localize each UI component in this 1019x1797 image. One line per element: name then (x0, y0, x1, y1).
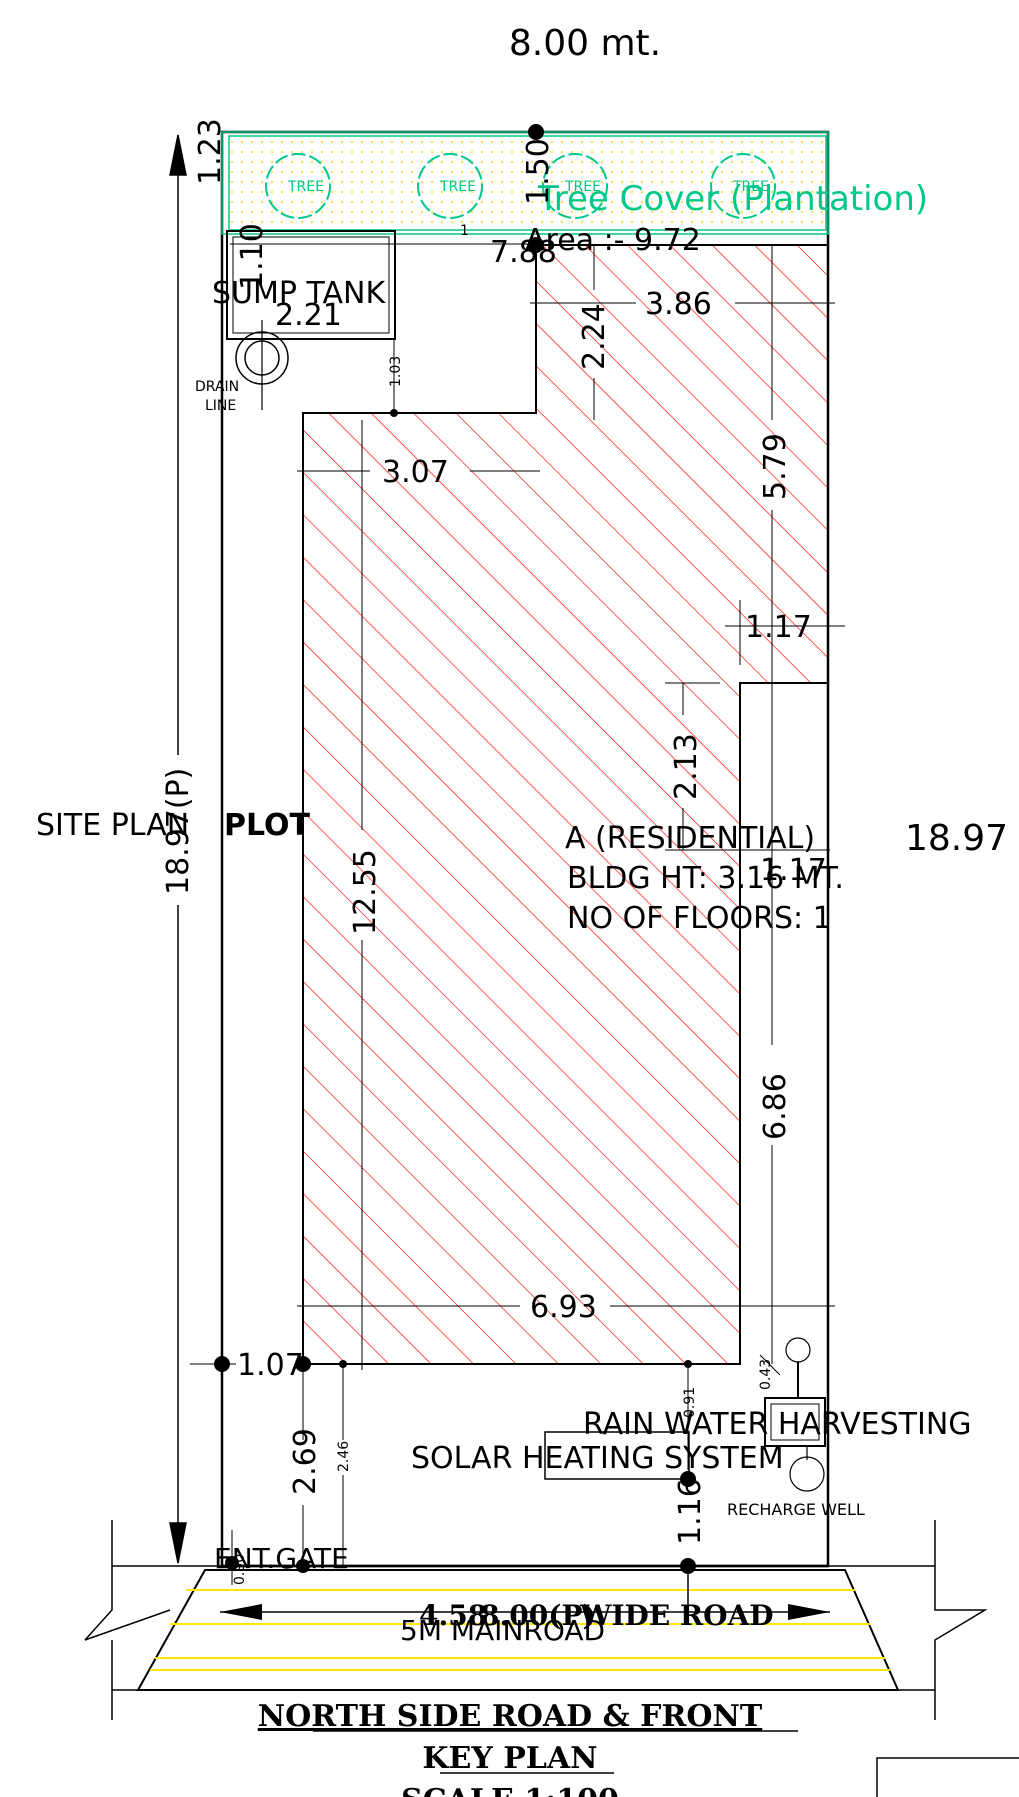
solar-heater (544, 1431, 690, 1480)
sump-tank (226, 230, 396, 340)
plot-label: PLOT (224, 808, 311, 843)
svg-text:LINE: LINE (205, 398, 236, 414)
dim-1-17-b: 1.17 (760, 853, 827, 888)
dim-0-43: 0.43 (758, 1359, 774, 1390)
dim-3-86: 3.86 (645, 287, 712, 322)
dim-1-50: 1.50 (521, 138, 556, 205)
scale-label: SCALE 1:100 (401, 1783, 619, 1797)
building-height: BLDG HT: 3.16 MT. (567, 861, 844, 896)
dim-2-46: 2.46 (336, 1441, 352, 1472)
plot-length-dimension (169, 134, 187, 1564)
road (84, 1520, 988, 1720)
tree-icon: TREE (417, 153, 483, 219)
dim-3-07: 3.07 (382, 455, 449, 490)
dim-1-03: 1.03 (388, 356, 404, 387)
dim-1-10: 1.10 (235, 223, 270, 290)
site-plan-label: SITE PLAN (36, 808, 189, 843)
tree-icon: TREE (542, 153, 608, 219)
svg-text:TREE: TREE (439, 179, 476, 195)
building-footprint (302, 244, 829, 1365)
right-length-label: 18.97 mt. (905, 818, 1019, 859)
plot-length-value: 18.97(P) (161, 768, 196, 895)
dim-1-07: 1.07 (237, 1348, 304, 1383)
dim-1-16: 1.16 (673, 1478, 708, 1545)
dim-5-79: 5.79 (758, 433, 793, 500)
rwh-pit (764, 1397, 826, 1447)
drain-label: DRAIN (195, 379, 239, 395)
dim-0-91: 0.91 (682, 1387, 698, 1418)
key-plan-label: KEY PLAN (422, 1741, 597, 1776)
recharge-well (789, 1456, 825, 1492)
svg-text:TREE: TREE (732, 179, 769, 195)
north-side-label: NORTH SIDE ROAD & FRONT (258, 1699, 763, 1734)
tree-cover-label: Tree Cover (Plantation) (537, 179, 928, 219)
building-name: A (RESIDENTIAL) (565, 821, 815, 856)
road-width-label: 4.58 (419, 1599, 487, 1632)
dim-1-23: 1.23 (193, 118, 228, 185)
dim-2-24: 2.24 (577, 303, 612, 370)
dim-1: 1 (460, 223, 469, 239)
top-width-label: 8.00 mt. (509, 23, 661, 64)
dim-2-69: 2.69 (288, 1428, 323, 1495)
dim-1-17-a: 1.17 (745, 610, 812, 645)
road-front-label: 8.00(P) (480, 1599, 596, 1632)
recharge-well-label: RECHARGE WELL (727, 1500, 865, 1519)
sump-tank-label: SUMP TANK (212, 276, 386, 311)
road-wide-label: WIDE ROAD (579, 1599, 774, 1632)
dim-6-93: 6.93 (530, 1290, 597, 1325)
tree-icon: TREE (710, 153, 776, 219)
rwh-label: RAIN WATER HARVESTING (583, 1407, 972, 1442)
svg-text:TREE: TREE (564, 179, 601, 195)
dim-12-55: 12.55 (348, 849, 383, 935)
dim-7-88: 7.88 (490, 235, 557, 270)
dim-6-86: 6.86 (758, 1073, 793, 1140)
road-name-label: 5M MAINROAD (400, 1614, 605, 1647)
building-floors: NO OF FLOORS: 1 (567, 901, 832, 936)
svg-text:TREE: TREE (287, 179, 324, 195)
tree-icon: TREE (265, 153, 331, 219)
solar-label: SOLAR HEATING SYSTEM (411, 1441, 784, 1476)
dim-2-21: 2.21 (275, 298, 342, 333)
dim-2-13: 2.13 (669, 733, 704, 800)
title-block-corner (876, 1757, 1019, 1797)
